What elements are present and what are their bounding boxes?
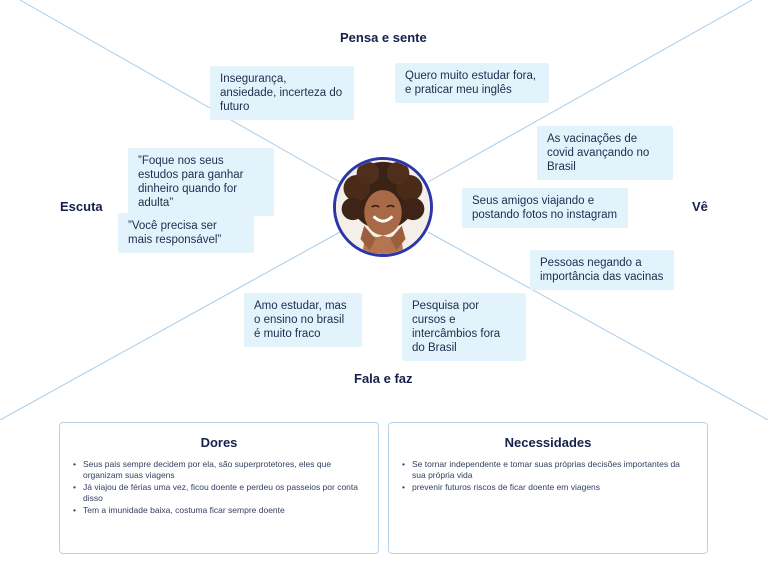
- note-vaccination: As vacinações de covid avançando no Bras…: [537, 126, 673, 180]
- note-love-study: Amo estudar, mas o ensino no brasil é mu…: [244, 293, 362, 347]
- label-says-does: Fala e faz: [354, 371, 413, 386]
- pains-title: Dores: [200, 435, 238, 450]
- label-sees: Vê: [692, 199, 708, 214]
- note-responsible: ”Você precisa ser mais responsável”: [118, 213, 254, 253]
- pains-list: Seus pais sempre decidem por ela, são su…: [72, 459, 362, 517]
- note-focus-studies: ”Foque nos seus estudos para ganhar dinh…: [128, 148, 274, 216]
- note-research: Pesquisa por cursos e intercâmbios fora …: [402, 293, 526, 361]
- note-friends-travel: Seus amigos viajando e postando fotos no…: [462, 188, 628, 228]
- pains-item: Já viajou de férias uma vez, ficou doent…: [73, 482, 362, 504]
- note-insecurity: Insegurança, ansiedade, incerteza do fut…: [210, 66, 354, 120]
- needs-item: Se tornar independente e tomar suas próp…: [402, 459, 691, 481]
- note-denial: Pessoas negando a importância das vacina…: [530, 250, 674, 290]
- divider-bottom-right: [427, 231, 768, 420]
- needs-list: Se tornar independente e tomar suas próp…: [401, 459, 691, 494]
- note-study-abroad: Quero muito estudar fora, e praticar meu…: [395, 63, 549, 103]
- quadrant-dividers: [0, 0, 768, 420]
- divider-top-left: [19, 0, 341, 183]
- divider-top-right: [427, 0, 753, 183]
- divider-bottom-left: [0, 231, 341, 420]
- pains-item: Seus pais sempre decidem por ela, são su…: [73, 459, 362, 481]
- person-photo-icon: [336, 160, 430, 254]
- needs-title: Necessidades: [504, 435, 592, 450]
- empathy-map: Pensa e sente Escuta Vê Fala e faz Inseg…: [0, 0, 768, 420]
- needs-item: prevenir futuros riscos de ficar doente …: [402, 482, 691, 493]
- pains-item: Tem a imunidade baixa, costuma ficar sem…: [73, 505, 362, 516]
- label-thinks-feels: Pensa e sente: [340, 30, 427, 45]
- needs-panel: Necessidades Se tornar independente e to…: [388, 422, 708, 554]
- label-hears: Escuta: [60, 199, 103, 214]
- pains-panel: Dores Seus pais sempre decidem por ela, …: [59, 422, 379, 554]
- avatar: [333, 157, 433, 257]
